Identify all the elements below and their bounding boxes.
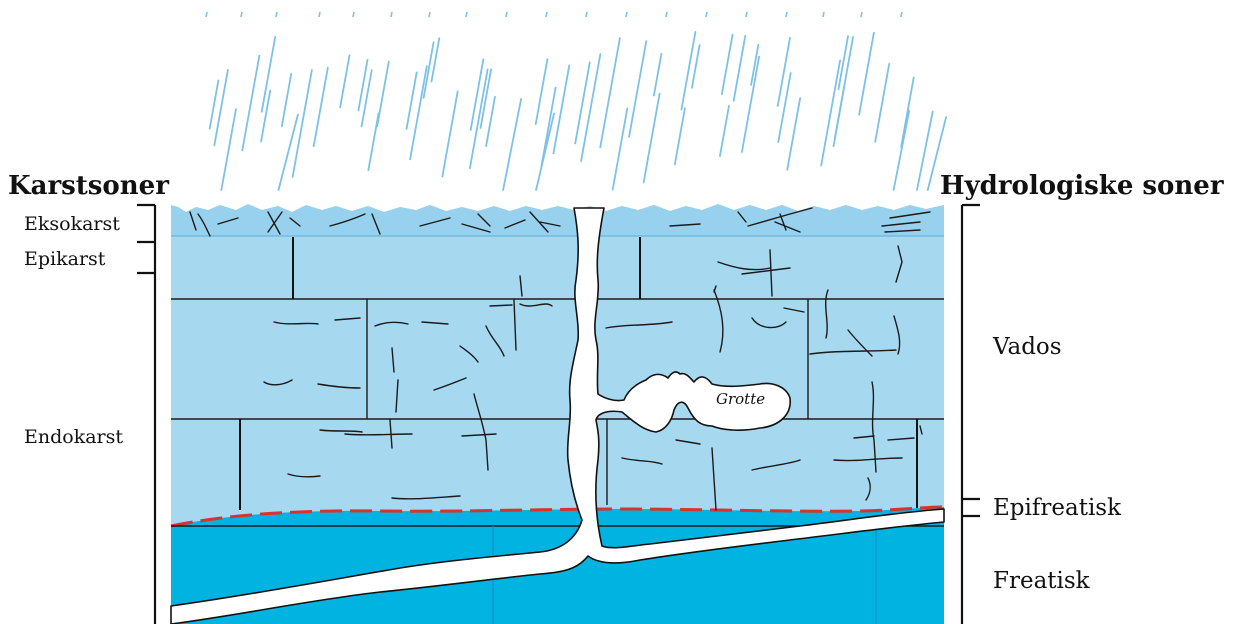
raindrop xyxy=(706,12,707,17)
raindrop xyxy=(391,12,392,17)
raindrop xyxy=(466,12,467,17)
raindrop xyxy=(506,12,507,17)
rain-streak xyxy=(575,62,590,143)
raindrop xyxy=(666,12,667,17)
rain-streak xyxy=(875,64,889,142)
rain-streak xyxy=(894,111,910,190)
rain-streak xyxy=(901,78,914,148)
raindrop xyxy=(901,12,902,17)
karst-zone-brackets xyxy=(137,205,155,624)
raindrop xyxy=(206,12,207,17)
freatisk-label: Freatisk xyxy=(993,568,1091,594)
hydrologic-zones-heading: Hydrologiske soner xyxy=(940,171,1224,201)
rain-streak xyxy=(442,91,457,176)
raindrop xyxy=(429,12,430,17)
endokarst-label: Endokarst xyxy=(24,426,123,448)
rain-streak xyxy=(722,35,733,95)
rain-streak xyxy=(859,33,874,115)
rain-streak xyxy=(407,72,417,129)
rain-streak xyxy=(742,57,759,152)
raindrop xyxy=(823,12,824,17)
rain-streak xyxy=(368,113,378,170)
raindrop xyxy=(746,12,747,17)
epifreatisk-label: Epifreatisk xyxy=(993,495,1122,521)
rain-streak xyxy=(282,74,291,126)
raindrop xyxy=(276,12,277,17)
rain-streak xyxy=(261,90,270,141)
raindrop xyxy=(353,12,354,17)
rain-streak xyxy=(692,45,700,88)
rain-streak xyxy=(600,38,620,147)
rain-streak xyxy=(835,37,853,139)
rain-streak xyxy=(553,65,569,153)
raindrop xyxy=(241,12,242,17)
raindrop xyxy=(786,12,787,17)
rain-streak xyxy=(503,99,521,190)
rain-streak xyxy=(362,70,372,126)
rain-streak xyxy=(541,88,555,167)
hydro-zone-brackets xyxy=(962,205,980,624)
epikarst-label: Epikarst xyxy=(24,248,106,270)
rain-streak xyxy=(340,55,349,107)
rain-streak xyxy=(629,41,646,137)
rain-streak xyxy=(424,42,434,98)
rain-streak xyxy=(221,109,236,190)
rain-streak xyxy=(654,54,662,96)
cave-label: Grotte xyxy=(716,390,765,408)
rain xyxy=(206,12,946,190)
rain-streak xyxy=(681,32,695,110)
rain-streak xyxy=(821,60,840,165)
rain-streak xyxy=(675,108,685,164)
rain-streak xyxy=(613,109,628,190)
vados-label: Vados xyxy=(992,334,1062,360)
rain-streak xyxy=(536,59,548,124)
eksokarst-label: Eksokarst xyxy=(24,213,120,235)
rain-streak xyxy=(644,94,660,183)
rain-streak xyxy=(778,73,790,142)
rain-streak xyxy=(720,106,729,156)
raindrop xyxy=(586,12,587,17)
raindrop xyxy=(546,12,547,17)
raindrop xyxy=(861,12,862,17)
rain-streak xyxy=(581,54,600,161)
rain-streak xyxy=(536,113,554,190)
rain-streak xyxy=(734,36,746,101)
karst-zones-heading: Karstsoner xyxy=(8,171,169,201)
raindrop xyxy=(319,12,320,17)
rain-streak xyxy=(314,68,328,147)
rain-streak xyxy=(210,80,219,128)
rain-streak xyxy=(787,98,800,170)
rain-streak xyxy=(214,70,228,145)
rain-streak xyxy=(242,56,259,151)
eksokarst-band xyxy=(171,204,944,236)
rain-streak xyxy=(486,97,495,146)
raindrop xyxy=(626,12,627,17)
rain-streak xyxy=(778,38,790,106)
rain-streak xyxy=(410,66,427,159)
